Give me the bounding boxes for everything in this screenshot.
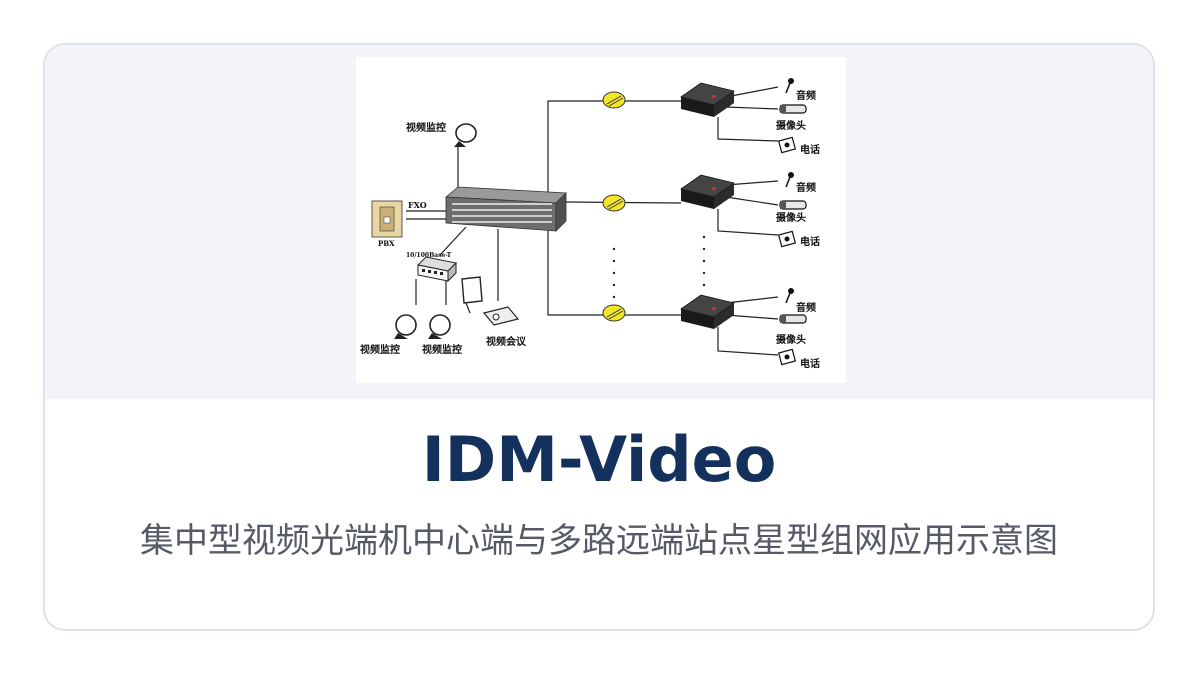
switch-icon xyxy=(416,256,458,283)
monitor-left-icon xyxy=(394,314,417,339)
link-bottom xyxy=(547,229,681,316)
label-phone: 电话 xyxy=(800,357,820,370)
monitor-mid-icon xyxy=(428,314,451,339)
phone-icon xyxy=(777,230,797,248)
remote-terminals xyxy=(680,82,735,329)
pbx-icon xyxy=(371,200,403,238)
label-conference: 视频会议 xyxy=(486,335,527,348)
label-monitor-left: 视频监控 xyxy=(360,343,400,356)
label-pbx: PBX xyxy=(378,239,395,248)
network-diagram: 视频监控 FXO PBX 10/100Base-T 视频监控 视频监控 视频会议… xyxy=(356,57,846,383)
camera-icon xyxy=(779,104,807,114)
network-diagram-svg: 视频监控 FXO PBX 10/100Base-T 视频监控 视频监控 视频会议… xyxy=(360,78,820,370)
microphone-icon xyxy=(785,172,794,188)
site-peripherals xyxy=(777,78,807,366)
continuation-dots xyxy=(612,235,706,299)
remote-terminal-icon xyxy=(680,174,735,209)
label-phone: 电话 xyxy=(800,143,820,156)
label-phone: 电话 xyxy=(800,235,820,248)
remote-terminal-icon xyxy=(680,82,735,117)
conference-icon xyxy=(461,276,520,326)
microphone-icon xyxy=(785,78,794,94)
connection-lines xyxy=(406,86,779,356)
link-top xyxy=(547,100,681,195)
label-switch: 10/100Base-T xyxy=(406,252,452,259)
fiber-node-icon xyxy=(602,194,626,212)
fiber-node-icon xyxy=(602,304,626,322)
phone-icon xyxy=(777,348,797,366)
phone-icon xyxy=(777,136,797,154)
card-title: IDM-Video xyxy=(421,423,777,496)
remote-terminal-icon xyxy=(680,294,735,329)
label-camera: 摄像头 xyxy=(776,119,806,132)
camera-icon xyxy=(779,200,807,210)
microphone-icon xyxy=(785,288,794,304)
fiber-nodes xyxy=(602,91,626,322)
fiber-node-icon xyxy=(602,91,626,109)
label-audio: 音频 xyxy=(796,181,816,194)
label-audio: 音频 xyxy=(796,89,816,102)
camera-icon xyxy=(779,314,807,324)
central-rack-icon xyxy=(444,186,567,232)
label-camera: 摄像头 xyxy=(776,333,806,346)
label-monitor-mid: 视频监控 xyxy=(422,343,462,356)
diagram-card: 视频监控 FXO PBX 10/100Base-T 视频监控 视频监控 视频会议… xyxy=(43,43,1155,631)
link-switch xyxy=(439,226,467,256)
label-monitor-top: 视频监控 xyxy=(406,121,446,134)
label-audio: 音频 xyxy=(796,301,816,314)
card-subtitle: 集中型视频光端机中心端与多路远端站点星型组网应用示意图 xyxy=(140,521,1058,561)
label-fxo: FXO xyxy=(408,200,427,210)
label-camera: 摄像头 xyxy=(776,211,806,224)
image-area: 视频监控 FXO PBX 10/100Base-T 视频监控 视频监控 视频会议… xyxy=(45,45,1153,399)
monitor-top-icon xyxy=(454,123,477,147)
